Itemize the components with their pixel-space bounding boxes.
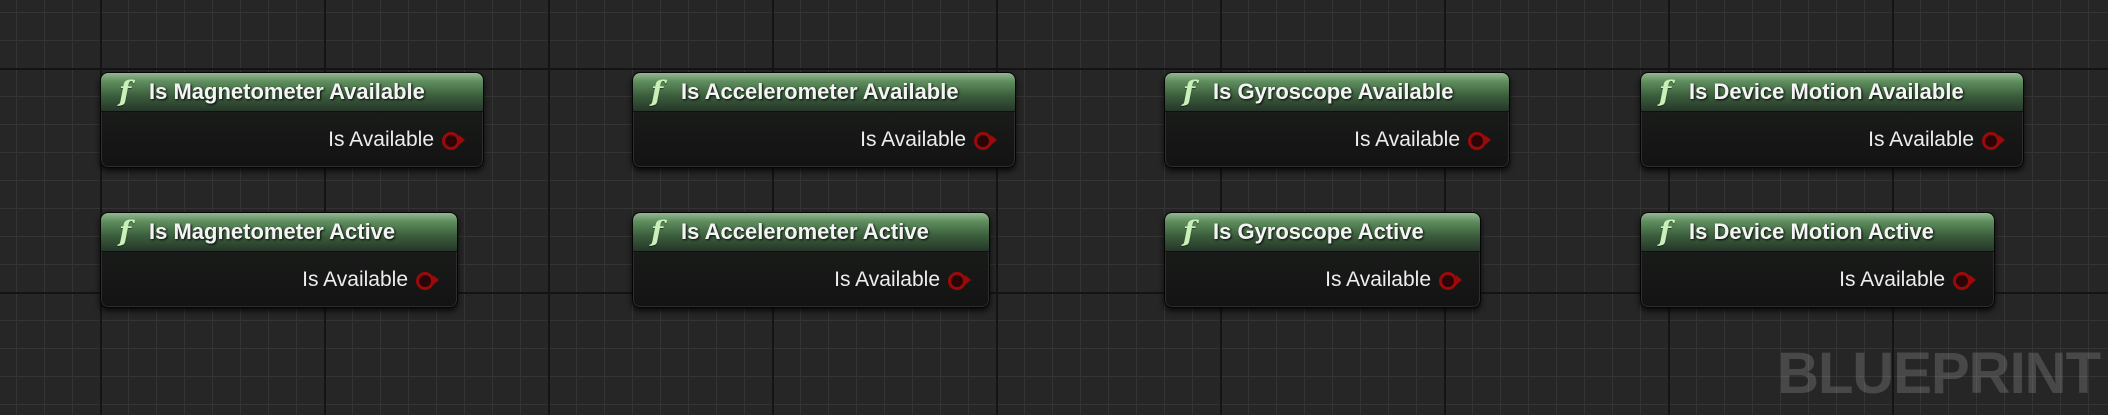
node-header[interactable]: f Is Magnetometer Available xyxy=(101,73,483,112)
pin-label: Is Available xyxy=(1868,128,1974,151)
boolean-output-pin-icon[interactable] xyxy=(947,271,971,290)
node-title: Is Device Motion Available xyxy=(1689,79,1964,104)
node-header[interactable]: f Is Magnetometer Active xyxy=(101,213,457,252)
node-title: Is Magnetometer Available xyxy=(149,79,425,104)
node-body: Is Available xyxy=(1641,252,1994,307)
output-pin-row: Is Available xyxy=(328,128,465,152)
blueprint-watermark: BLUEPRINT xyxy=(1777,341,2101,406)
node-header[interactable]: f Is Device Motion Available xyxy=(1641,73,2023,112)
node-is-magnetometer-active[interactable]: f Is Magnetometer Active Is Available xyxy=(100,212,458,308)
pin-label: Is Available xyxy=(328,128,434,151)
pin-label: Is Available xyxy=(1839,268,1945,291)
boolean-output-pin-icon[interactable] xyxy=(973,131,997,150)
node-body: Is Available xyxy=(101,252,457,307)
output-pin-row: Is Available xyxy=(1325,268,1462,292)
node-is-accelerometer-available[interactable]: f Is Accelerometer Available Is Availabl… xyxy=(632,72,1016,168)
function-icon: f xyxy=(651,75,664,108)
function-icon: f xyxy=(1659,75,1672,108)
node-is-device-motion-active[interactable]: f Is Device Motion Active Is Available xyxy=(1640,212,1995,308)
boolean-output-pin-icon[interactable] xyxy=(1952,271,1976,290)
node-is-magnetometer-available[interactable]: f Is Magnetometer Available Is Available xyxy=(100,72,484,168)
output-pin-row: Is Available xyxy=(302,268,439,292)
node-body: Is Available xyxy=(1641,112,2023,167)
node-title: Is Device Motion Active xyxy=(1689,219,1934,244)
pin-label: Is Available xyxy=(1325,268,1431,291)
boolean-output-pin-icon[interactable] xyxy=(415,271,439,290)
pin-label: Is Available xyxy=(1354,128,1460,151)
node-body: Is Available xyxy=(1165,112,1509,167)
boolean-output-pin-icon[interactable] xyxy=(1438,271,1462,290)
function-icon: f xyxy=(119,215,132,248)
function-icon: f xyxy=(651,215,664,248)
node-body: Is Available xyxy=(1165,252,1480,307)
node-is-gyroscope-available[interactable]: f Is Gyroscope Available Is Available xyxy=(1164,72,1510,168)
boolean-output-pin-icon[interactable] xyxy=(1467,131,1491,150)
node-title: Is Magnetometer Active xyxy=(149,219,396,244)
node-title: Is Accelerometer Available xyxy=(681,79,959,104)
function-icon: f xyxy=(119,75,132,108)
node-title: Is Gyroscope Available xyxy=(1213,79,1454,104)
node-body: Is Available xyxy=(633,112,1015,167)
output-pin-row: Is Available xyxy=(1354,128,1491,152)
node-body: Is Available xyxy=(101,112,483,167)
function-icon: f xyxy=(1183,215,1196,248)
pin-label: Is Available xyxy=(860,128,966,151)
node-header[interactable]: f Is Accelerometer Available xyxy=(633,73,1015,112)
function-icon: f xyxy=(1659,215,1672,248)
boolean-output-pin-icon[interactable] xyxy=(441,131,465,150)
output-pin-row: Is Available xyxy=(834,268,971,292)
node-is-accelerometer-active[interactable]: f Is Accelerometer Active Is Available xyxy=(632,212,990,308)
pin-label: Is Available xyxy=(302,268,408,291)
function-icon: f xyxy=(1183,75,1196,108)
node-is-gyroscope-active[interactable]: f Is Gyroscope Active Is Available xyxy=(1164,212,1481,308)
output-pin-row: Is Available xyxy=(1868,128,2005,152)
node-header[interactable]: f Is Gyroscope Available xyxy=(1165,73,1509,112)
node-header[interactable]: f Is Gyroscope Active xyxy=(1165,213,1480,252)
output-pin-row: Is Available xyxy=(1839,268,1976,292)
node-header[interactable]: f Is Device Motion Active xyxy=(1641,213,1994,252)
node-body: Is Available xyxy=(633,252,989,307)
boolean-output-pin-icon[interactable] xyxy=(1981,131,2005,150)
output-pin-row: Is Available xyxy=(860,128,997,152)
node-is-device-motion-available[interactable]: f Is Device Motion Available Is Availabl… xyxy=(1640,72,2024,168)
node-title: Is Accelerometer Active xyxy=(681,219,929,244)
node-title: Is Gyroscope Active xyxy=(1213,219,1424,244)
pin-label: Is Available xyxy=(834,268,940,291)
node-header[interactable]: f Is Accelerometer Active xyxy=(633,213,989,252)
